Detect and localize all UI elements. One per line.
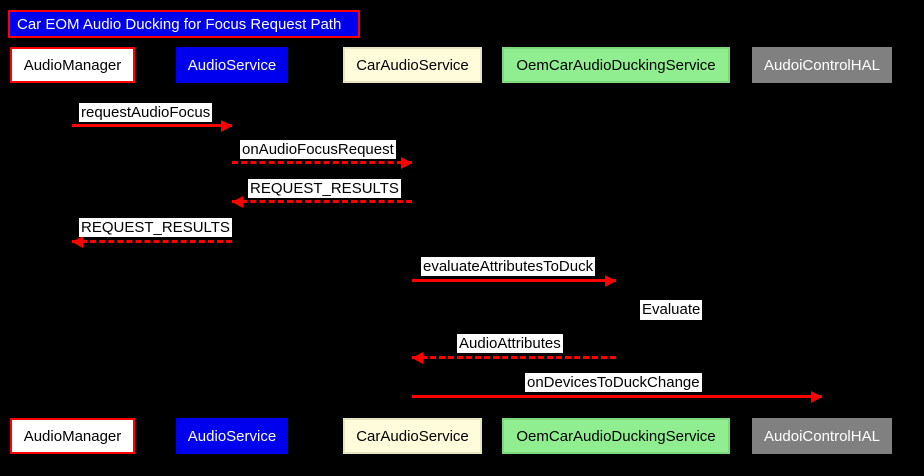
msg-request-audio-focus-line bbox=[72, 124, 232, 127]
participant-oem-car-audio-ducking-service-header[interactable]: OemCarAudioDuckingService bbox=[502, 47, 730, 83]
participant-audio-manager-header[interactable]: AudioManager bbox=[10, 47, 135, 83]
msg-on-devices-to-duck-change-line bbox=[412, 395, 822, 398]
lifeline-audoi-control-hal bbox=[822, 83, 823, 418]
participant-label: AudioManager bbox=[23, 56, 122, 74]
msg-on-audio-focus-request-label: onAudioFocusRequest bbox=[240, 140, 396, 159]
lifeline-audio-service bbox=[232, 83, 233, 418]
msg-evaluate-attributes-to-duck-label: evaluateAttributesToDuck bbox=[421, 257, 596, 276]
participant-label: AudioManager bbox=[23, 427, 122, 445]
note-evaluate: Evaluate bbox=[640, 300, 703, 320]
participant-audoi-control-hal-header[interactable]: AudoiControlHAL bbox=[752, 47, 892, 83]
msg-evaluate-attributes-to-duck-arrowhead bbox=[605, 275, 616, 287]
participant-oem-car-audio-ducking-service-footer[interactable]: OemCarAudioDuckingService bbox=[502, 418, 730, 454]
participant-label: AudoiControlHAL bbox=[764, 56, 880, 74]
msg-request-results-to-audio-manager-line bbox=[72, 240, 232, 243]
lifeline-oem-car-audio-ducking-service bbox=[616, 83, 617, 418]
msg-evaluate-attributes-to-duck-line bbox=[412, 279, 616, 282]
participant-car-audio-service-header[interactable]: CarAudioService bbox=[343, 47, 482, 83]
msg-audio-attributes-arrowhead bbox=[412, 352, 423, 364]
participant-audio-service-header[interactable]: AudioService bbox=[176, 47, 288, 83]
msg-request-results-to-audio-manager-arrowhead bbox=[72, 236, 83, 248]
msg-audio-attributes-line bbox=[412, 356, 616, 359]
participant-audio-service-footer[interactable]: AudioService bbox=[176, 418, 288, 454]
lifeline-audio-manager bbox=[72, 83, 73, 418]
msg-on-devices-to-duck-change-arrowhead bbox=[811, 391, 822, 403]
msg-on-audio-focus-request-line bbox=[232, 161, 412, 164]
participant-label: AudioService bbox=[187, 56, 277, 74]
participant-audio-manager-footer[interactable]: AudioManager bbox=[10, 418, 135, 454]
msg-request-audio-focus-arrowhead bbox=[221, 120, 232, 132]
participant-car-audio-service-footer[interactable]: CarAudioService bbox=[343, 418, 482, 454]
msg-request-results-to-audio-service-arrowhead bbox=[232, 196, 243, 208]
participant-label: CarAudioService bbox=[356, 56, 469, 74]
diagram-title: Car EOM Audio Ducking for Focus Request … bbox=[17, 15, 342, 33]
msg-request-results-to-audio-manager-label: REQUEST_RESULTS bbox=[79, 218, 232, 237]
participant-label: AudoiControlHAL bbox=[764, 427, 880, 445]
msg-on-devices-to-duck-change-label: onDevicesToDuckChange bbox=[525, 373, 702, 392]
participant-label: OemCarAudioDuckingService bbox=[516, 56, 716, 74]
participant-label: OemCarAudioDuckingService bbox=[516, 427, 716, 445]
participant-audoi-control-hal-footer[interactable]: AudoiControlHAL bbox=[752, 418, 892, 454]
diagram-title-bar: Car EOM Audio Ducking for Focus Request … bbox=[8, 10, 360, 38]
msg-audio-attributes-label: AudioAttributes bbox=[457, 334, 563, 353]
participant-label: CarAudioService bbox=[356, 427, 469, 445]
participant-label: AudioService bbox=[187, 427, 277, 445]
msg-on-audio-focus-request-arrowhead bbox=[401, 157, 412, 169]
msg-request-audio-focus-label: requestAudioFocus bbox=[79, 103, 213, 122]
msg-request-results-to-audio-service-line bbox=[232, 200, 412, 203]
msg-request-results-to-audio-service-label: REQUEST_RESULTS bbox=[248, 179, 401, 198]
lifeline-car-audio-service bbox=[412, 83, 413, 418]
